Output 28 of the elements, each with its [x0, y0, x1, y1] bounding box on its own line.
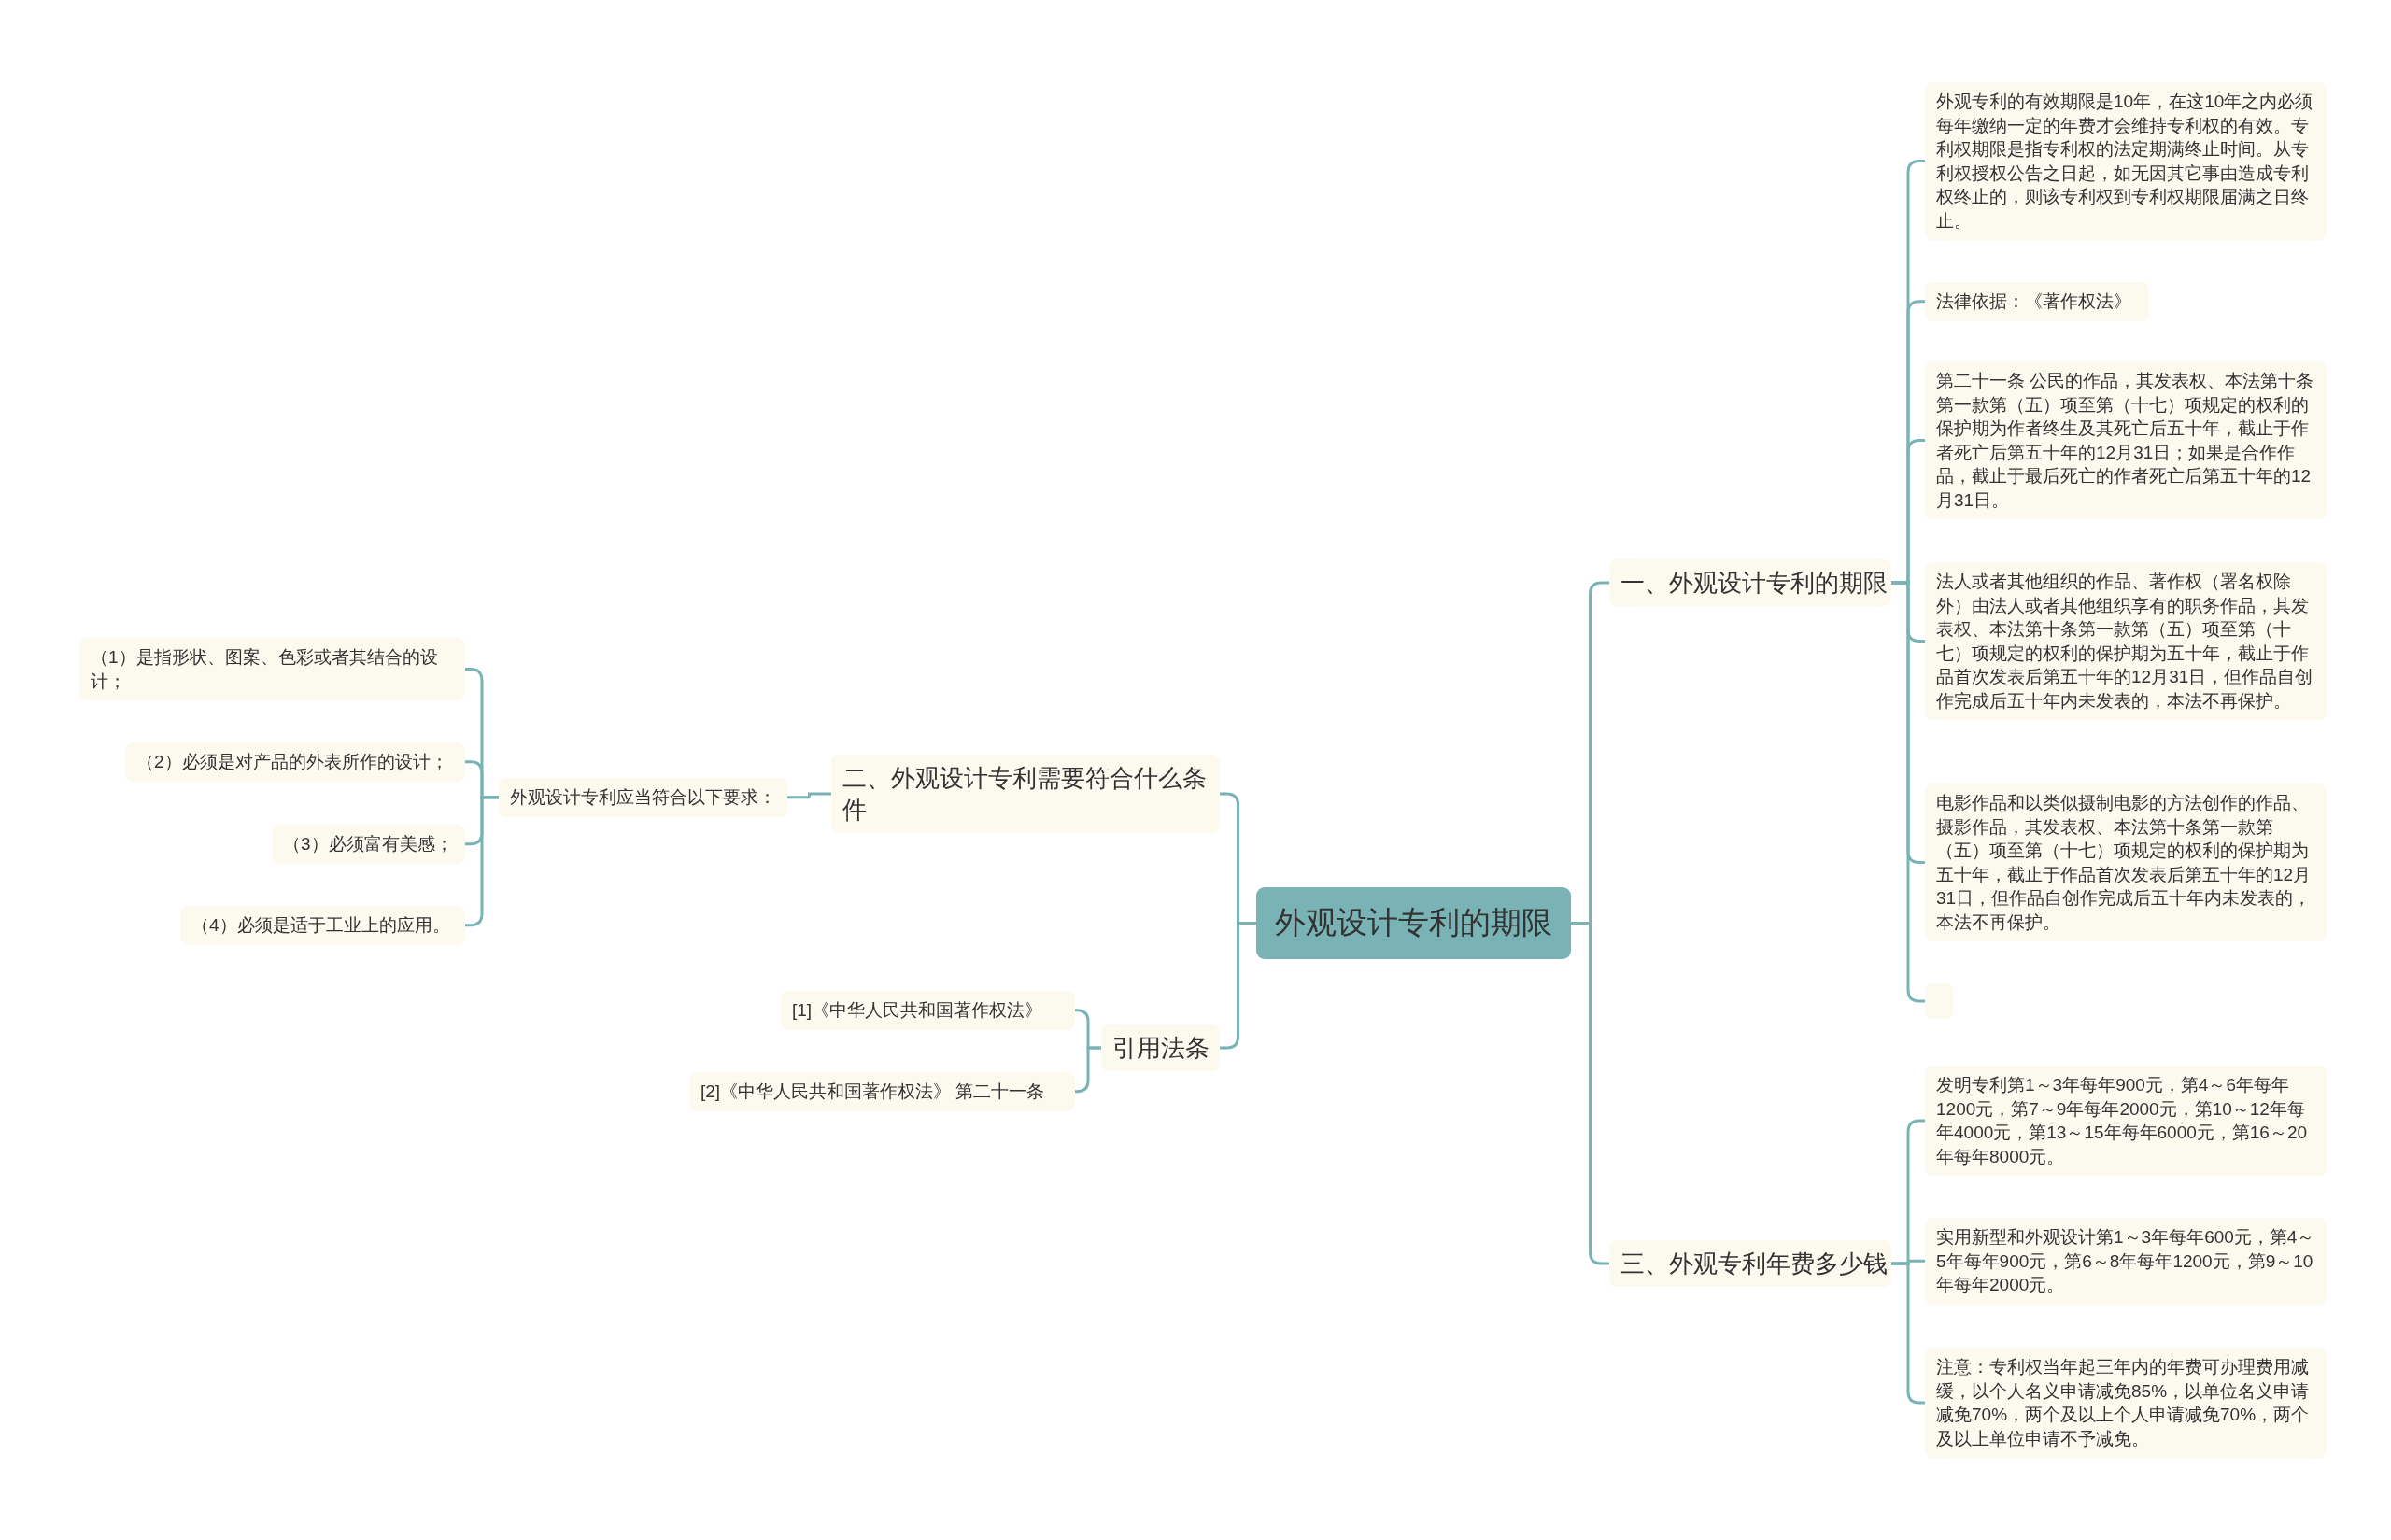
note-box: 外观专利的有效期限是10年，在这10年之内必须每年缴纳一定的年费才会维持专利权的有效。专利权期限是指专利权的法定期满终止时间。从专利权授权公告之日起，如无因其它事由造成专利权终止的，则该专利权到专利权期限届满之日终止。 — [1925, 82, 2327, 240]
note-box: [1]《中华人民共和国著作权法》 — [781, 991, 1075, 1030]
connector-line — [1571, 922, 1609, 1265]
note-box: 法律依据：《著作权法》 — [1925, 282, 2149, 321]
connector-line — [787, 792, 831, 799]
note-box: （2）必须是对产品的外表所作的设计； — [125, 742, 465, 782]
connector-line — [1220, 922, 1256, 1050]
note-box: （3）必须富有美感； — [272, 825, 465, 864]
central-topic-box: 外观设计专利的期限 — [1256, 887, 1571, 959]
topic-box: 一、外观设计专利的期限 — [1609, 559, 1891, 606]
connector-line — [1074, 1046, 1101, 1094]
note-box: 实用新型和外观设计第1～3年每年600元，第4～5年每年900元，第6～8年每年1200元，第9～10年每年2000元。 — [1925, 1218, 2327, 1305]
subtopic-box: 外观设计专利应当符合以下要求： — [499, 778, 787, 817]
note-box: [2]《中华人民共和国著作权法》 第二十一条 — [689, 1072, 1075, 1111]
note-box: 注意：专利权当年起三年内的年费可办理费用减缓，以个人名义申请减免85%，以单位名义申请减免70%，两个及以上个人申请减免70%，两个及以上单位申请不予减免。 — [1925, 1348, 2327, 1458]
connector-line — [465, 796, 499, 927]
note-box: （4）必须是适于工业上的应用。 — [180, 906, 465, 945]
connector-line — [1891, 581, 1925, 1003]
note-box: 发明专利第1～3年每年900元，第4～6年每年1200元，第7～9年每年2000元，第10～12年每年4000元，第13～15年每年6000元，第16～20年每年8000元。 — [1925, 1066, 2327, 1176]
topic-box: 三、外观专利年费多少钱 — [1609, 1240, 1891, 1287]
note-box: 第二十一条 公民的作品，其发表权、本法第十条第一款第（五）项至第（十七）项规定的权利的保护期为作者终生及其死亡后五十年，截止于作者死亡后第五十年的12月31日；如果是合作作品，截止于最后死亡的作者死亡后第五十年的12月31日。 — [1925, 361, 2327, 519]
empty-box — [1925, 983, 1953, 1019]
connector-line — [1891, 1262, 1925, 1405]
note-box: 法人或者其他组织的作品、著作权（署名权除外）由法人或者其他组织享有的职务作品，其发表权、本法第十条第一款第（五）项至第（十七）项规定的权利的保护期为五十年，截止于作品首次发表后第五十年的12月31日，但作品自创作完成后五十年内未发表的，本法不再保护。 — [1925, 562, 2327, 720]
note-box: 电影作品和以类似摄制电影的方法创作的作品、摄影作品，其发表权、本法第十条第一款第（五）项至第（十七）项规定的权利的保护期为五十年，截止于作品首次发表后第五十年的12月31日，但作品自创作完成后五十年内未发表的，本法不再保护。 — [1925, 784, 2327, 941]
topic-box: 引用法条 — [1101, 1024, 1220, 1071]
note-box: （1）是指形状、图案、色彩或者其结合的设计； — [79, 638, 465, 700]
topic-box: 二、外观设计专利需要符合什么条件 — [831, 755, 1220, 833]
